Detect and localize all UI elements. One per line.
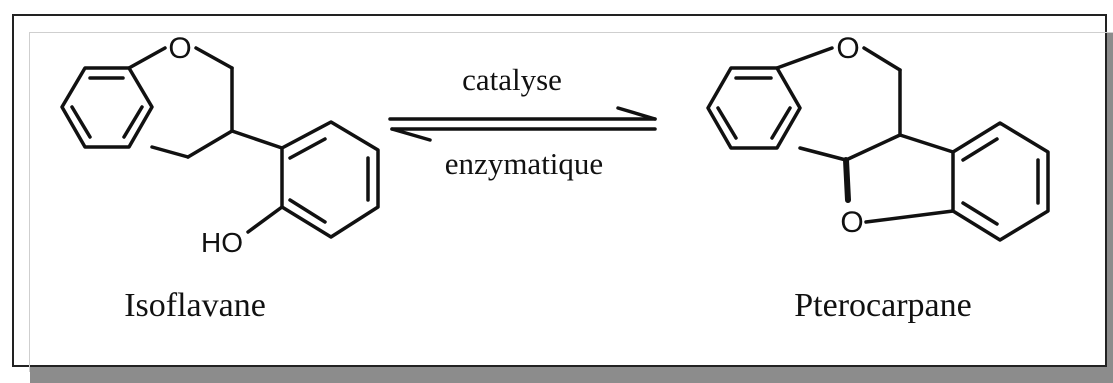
isoflavane-hydroxyl-label: HO xyxy=(201,227,243,258)
diagram-frame xyxy=(12,14,1107,367)
arrow-bottom-label: enzymatique xyxy=(445,146,603,181)
pterocarpane-oxygen-top-label: O xyxy=(836,32,859,65)
isoflavane-oh-bond xyxy=(246,205,284,234)
product-name: Pterocarpane xyxy=(794,287,971,324)
pterocarpane-furan-ring xyxy=(843,133,955,224)
isoflavane-oxygen-label: O xyxy=(168,32,191,65)
isoflavane-pyran-ring xyxy=(127,46,234,159)
pterocarpane-benzene-ring-left xyxy=(706,66,802,150)
isoflavane-phenol-ring xyxy=(280,120,380,239)
arrow-top-label: catalyse xyxy=(462,62,562,97)
isoflavane-benzene-ring xyxy=(60,66,154,149)
reactant-name: Isoflavane xyxy=(124,287,266,324)
equilibrium-arrows xyxy=(388,106,657,142)
diagram-inner-border xyxy=(29,32,1113,372)
pterocarpane-oxygen-bottom-label: O xyxy=(840,206,863,239)
isoflavane-aryl-bond xyxy=(230,129,284,150)
pterocarpane-benzene-ring-right xyxy=(951,121,1050,242)
pterocarpane-pyran-ring xyxy=(775,46,902,162)
